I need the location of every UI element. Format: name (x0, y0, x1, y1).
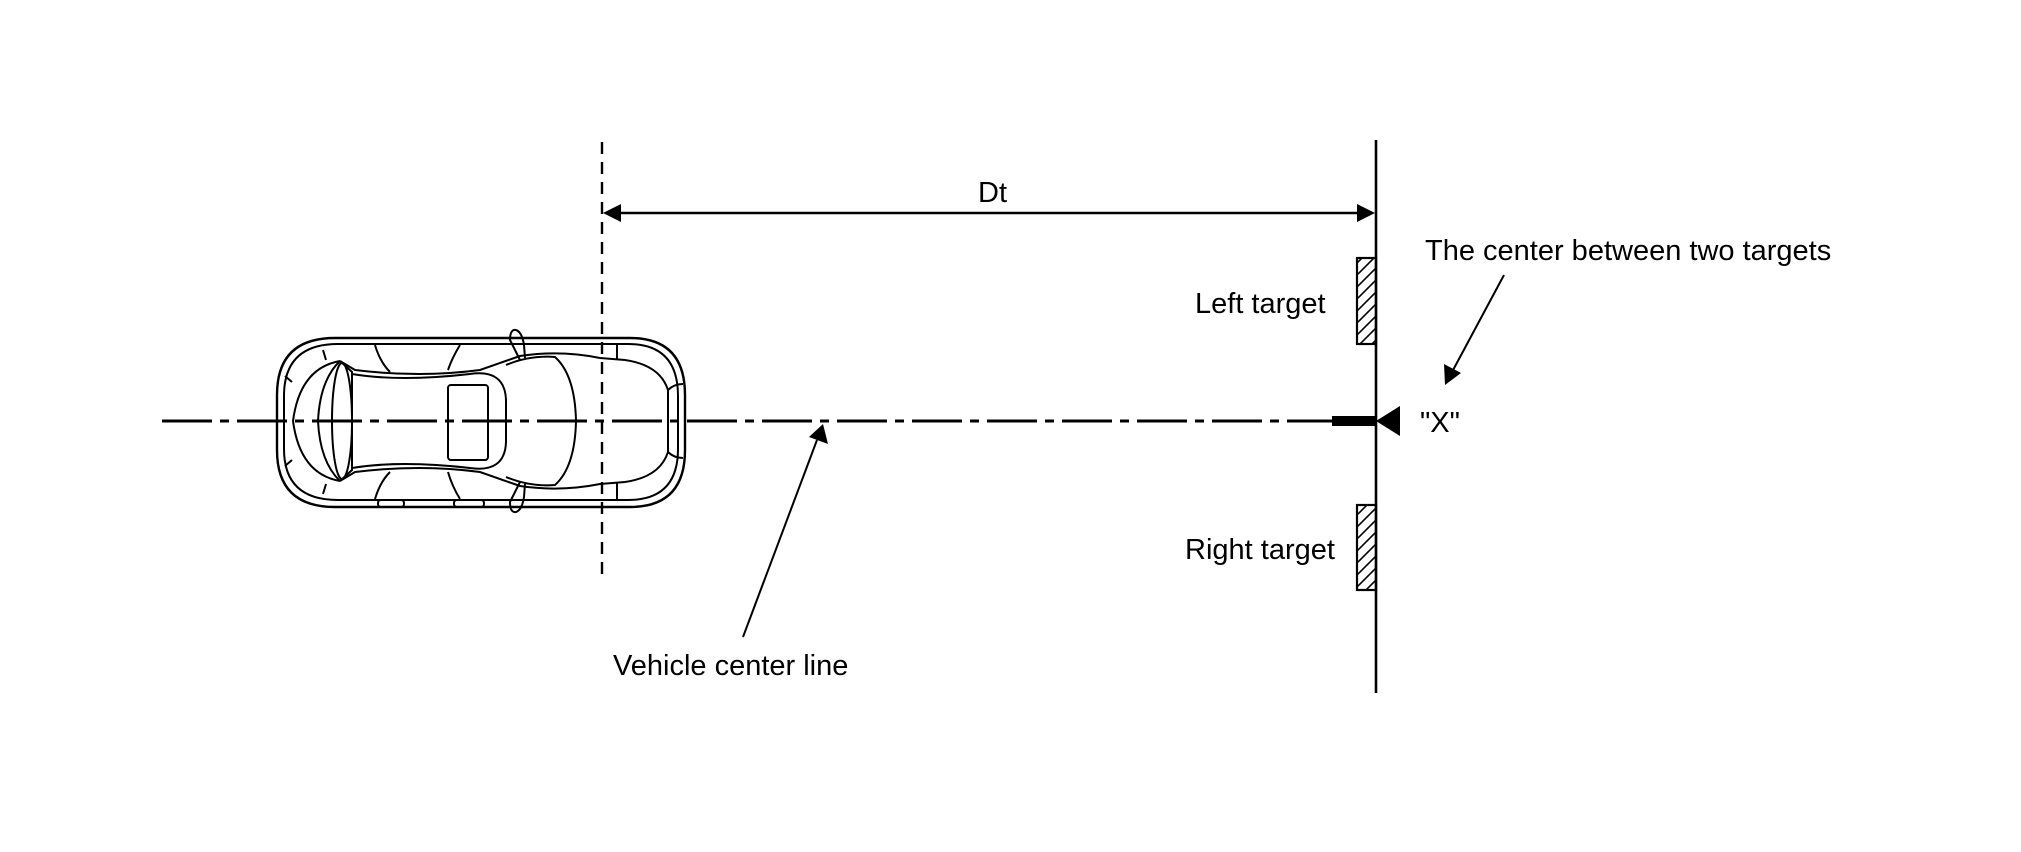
right-target-label: Right target (1185, 534, 1335, 566)
mirror-left-icon (508, 328, 526, 361)
vehicle-center-line-label: Vehicle center line (613, 650, 848, 682)
arrowhead-right-icon (1357, 204, 1375, 222)
x-marker (1332, 406, 1400, 436)
marker-bar (1332, 416, 1376, 426)
dt-dimension-arrow (603, 204, 1375, 222)
arrowhead-left-icon (603, 204, 621, 222)
leader-arrowhead-icon (809, 424, 828, 444)
x-label: "X" (1420, 407, 1460, 439)
center-between-targets-label: The center between two targets (1425, 235, 1831, 267)
dt-label: Dt (978, 177, 1007, 209)
right-target (1355, 503, 1378, 592)
vehicle-center-line-leader (742, 424, 828, 638)
center-callout-leader (1444, 274, 1505, 385)
callout-arrowhead-icon (1444, 364, 1461, 385)
left-target-label: Left target (1195, 288, 1326, 320)
mirror-right-icon (508, 481, 526, 514)
vehicle-top-view (275, 328, 687, 514)
marker-triangle-icon (1376, 406, 1400, 436)
left-target (1355, 256, 1378, 346)
